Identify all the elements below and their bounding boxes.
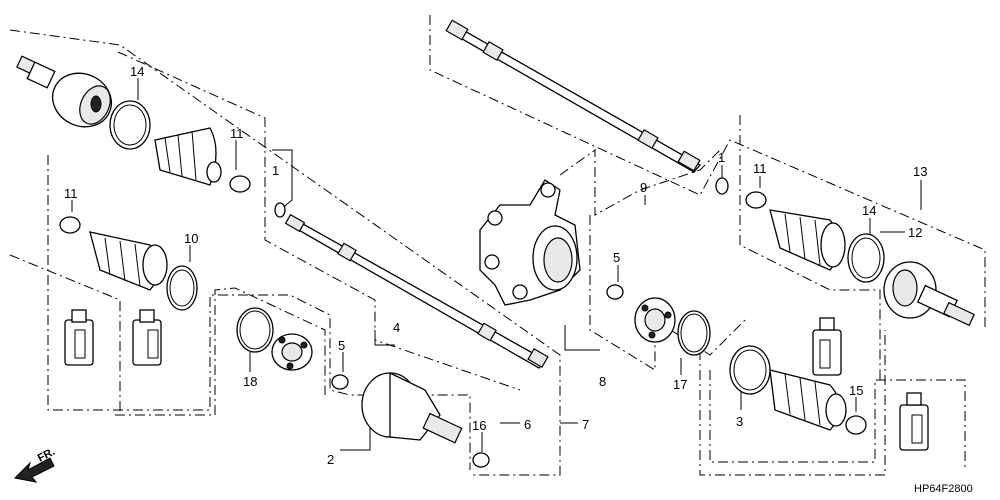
callout-17: 17 — [673, 377, 687, 392]
center-intermediate-shaft — [445, 19, 702, 173]
circlip-5-left — [331, 374, 349, 390]
boot-band-15 — [845, 415, 867, 435]
set-ring-18 — [236, 307, 274, 353]
front-direction-label: FR. — [36, 446, 57, 465]
grease-tube-right-1 — [812, 317, 842, 376]
left-half-shaft — [284, 213, 549, 369]
callout-18: 18 — [243, 374, 257, 389]
group-outline-left-inner — [117, 51, 521, 391]
callout-13: 13 — [913, 164, 927, 179]
callout-9: 9 — [640, 180, 647, 195]
clamp-band-14-left — [109, 100, 151, 150]
leader-8 — [564, 325, 600, 351]
front-direction-arrow-icon: FR. — [13, 446, 57, 483]
group-outline-center-shaft — [429, 15, 986, 330]
spider-joint-left — [271, 333, 313, 371]
callout-1a: 1 — [272, 163, 279, 178]
circlip-1-right — [715, 177, 729, 195]
callout-5b: 5 — [613, 250, 620, 265]
group-outline-right-lower — [709, 370, 966, 470]
clamp-band-10 — [166, 265, 198, 311]
group-outline-left-lower — [115, 287, 326, 416]
grease-tube-right-2 — [899, 392, 929, 451]
callout-3: 3 — [736, 414, 743, 429]
circlip-5-right — [606, 284, 624, 300]
circlip-1-left — [274, 202, 286, 218]
inboard-joint-housing-left — [361, 371, 463, 444]
grease-tube-left-2 — [132, 309, 162, 366]
callout-4: 4 — [393, 320, 400, 335]
group-outline-hub — [559, 149, 721, 216]
callout-11c: 11 — [753, 161, 767, 176]
left-outer-cv-joint — [16, 55, 112, 128]
clamp-band-14-right — [847, 233, 885, 283]
grease-tube-left-1 — [64, 309, 94, 366]
group-outline-left-shaft — [9, 29, 561, 476]
left-outer-boot — [154, 127, 222, 186]
left-inner-boot — [89, 231, 168, 291]
callout-1b: 1 — [718, 150, 725, 165]
boot-band-11-upper-left — [229, 175, 251, 193]
leader-1a — [272, 149, 293, 211]
right-outer-boot — [769, 209, 846, 271]
callout-11a: 11 — [230, 126, 244, 141]
group-outline-right-boot — [699, 330, 886, 476]
callout-14a: 14 — [130, 64, 144, 79]
callout-11b: 11 — [64, 186, 78, 201]
callout-8: 8 — [599, 374, 606, 389]
circlip-16 — [472, 452, 490, 468]
callout-7: 7 — [582, 417, 589, 432]
spider-joint-right — [634, 297, 676, 343]
group-outline-left-boot — [47, 155, 471, 470]
callout-6: 6 — [524, 417, 531, 432]
clamp-band-3 — [729, 345, 771, 395]
right-inner-boot — [769, 369, 847, 431]
set-ring-17 — [677, 310, 711, 356]
callout-12: 12 — [908, 225, 922, 240]
diagram-code: HP64F2800 — [914, 483, 973, 495]
group-outline-right-outer — [739, 115, 881, 380]
boot-band-11-lower-left — [59, 216, 81, 234]
hub-carrier — [479, 179, 581, 306]
callout-2: 2 — [327, 452, 334, 467]
right-outer-cv-joint — [883, 261, 976, 327]
callout-14b: 14 — [862, 203, 876, 218]
callout-5a: 5 — [338, 338, 345, 353]
leader-4 — [374, 330, 395, 346]
callout-16: 16 — [472, 418, 486, 433]
boot-band-11-right — [745, 191, 767, 209]
group-outline-inner-joint — [589, 215, 746, 371]
callout-10: 10 — [184, 231, 198, 246]
callout-15: 15 — [849, 383, 863, 398]
